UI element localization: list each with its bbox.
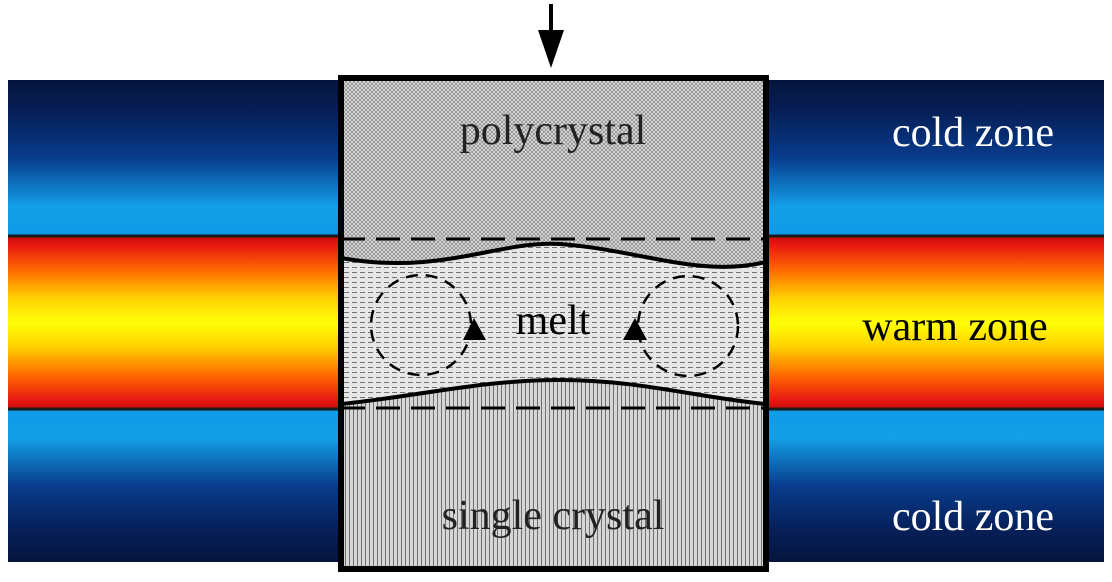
cold-zone-bottom-right: [764, 410, 1104, 562]
convection-loop-icon: [623, 274, 740, 378]
melt-lower-interface: [340, 377, 767, 406]
cold-zone-bottom-label: cold zone: [892, 494, 1054, 540]
warm-zone-label: warm zone: [862, 304, 1047, 350]
single-crystal-region: [341, 380, 766, 568]
crystal-rod-outline: [338, 75, 769, 572]
convection-loop-icon: [369, 273, 486, 377]
cold-zone-top-left: [8, 80, 343, 235]
melt-label: melt: [516, 298, 591, 344]
warm-zone-left: [8, 235, 343, 410]
cold-zone-top-label: cold zone: [892, 110, 1054, 156]
melt-upper-interface: [340, 241, 767, 269]
cold-zone-top-right: [764, 80, 1104, 235]
polycrystal-label: polycrystal: [460, 108, 647, 154]
cold-zone-bottom-left: [8, 410, 343, 562]
warm-zone-right: [764, 235, 1104, 410]
single-crystal-label: single crystal: [442, 493, 665, 539]
arrow-down-icon: [538, 4, 564, 68]
